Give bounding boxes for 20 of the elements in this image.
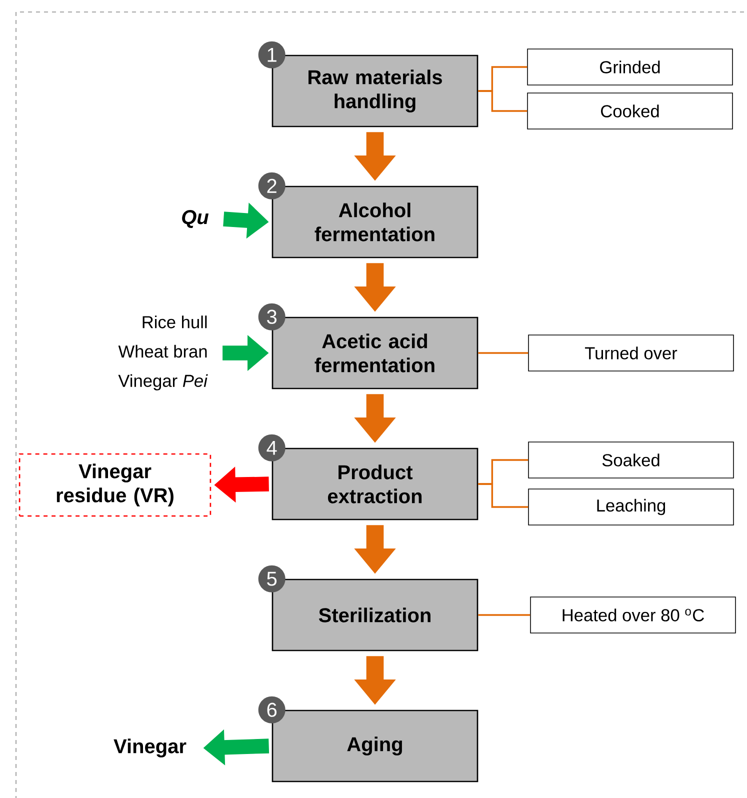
output-label: Vinegar: [114, 738, 186, 758]
option-box: Heated over 80 $^{o}$C: [530, 596, 736, 634]
step-number: 6: [258, 696, 286, 724]
input-label: Qu: [182, 210, 209, 228]
step-number: 2: [258, 172, 286, 200]
option-box: Leaching: [528, 488, 734, 526]
step-number: 5: [258, 565, 286, 592]
step-number: 1: [258, 41, 286, 68]
connector-line: [478, 614, 530, 616]
step-number: 4: [258, 434, 286, 462]
option-box: Cooked: [527, 92, 733, 130]
connector-line: [478, 90, 528, 112]
option-box: Grinded: [527, 48, 733, 86]
input-list: Rice hull Wheat bran Vinegar Pei: [118, 316, 208, 390]
connector-line: [478, 352, 528, 354]
option-box: Turned over: [528, 334, 734, 372]
residue-box: Vinegar residue (VR): [18, 453, 212, 517]
option-box: Soaked: [528, 442, 734, 478]
connector-line: [478, 483, 528, 508]
step-number: 3: [258, 303, 286, 330]
